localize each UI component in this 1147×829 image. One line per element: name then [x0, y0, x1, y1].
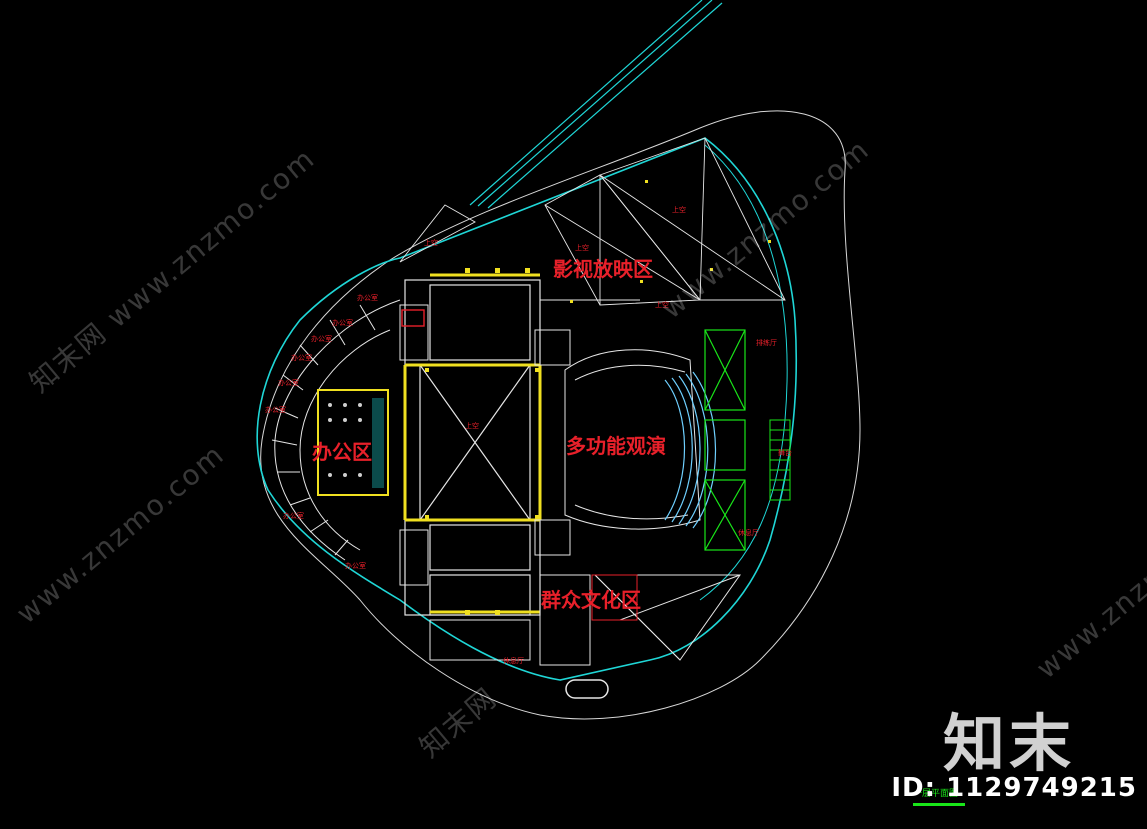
- room-label: 上空: [575, 243, 589, 252]
- office-hall: [317, 389, 389, 496]
- room-label: 办公室: [265, 405, 286, 414]
- zone-label-cinema: 影视放映区: [553, 257, 653, 281]
- room-label: 办公室: [332, 318, 353, 327]
- room-label: 办公室: [278, 378, 299, 387]
- east-colonnade: [699, 144, 788, 601]
- room-label: 舞台: [778, 448, 792, 457]
- drawing-title: 一层平面图: [913, 789, 959, 799]
- rehearsal-block: [704, 329, 746, 551]
- room-label: 排练厅: [756, 338, 777, 347]
- room-label: 办公室: [357, 293, 378, 302]
- room-label: 上空: [672, 205, 686, 214]
- stair-core-nw: [401, 309, 425, 327]
- room-label: 上空: [655, 300, 669, 309]
- room-label: 上空: [424, 238, 438, 247]
- drawing-title-underline: [913, 803, 965, 806]
- main-hall: [404, 279, 541, 616]
- zone-label-theater: 多功能观演: [566, 434, 666, 458]
- office-desks: [328, 403, 362, 477]
- zone-label-office: 办公区: [312, 440, 372, 464]
- room-label: 办公室: [283, 511, 304, 520]
- room-label: 休息厅: [503, 656, 524, 665]
- room-label: 办公室: [345, 561, 366, 570]
- room-label: 上空: [465, 421, 479, 430]
- room-label: 办公室: [311, 334, 332, 343]
- entrance-planter: [565, 679, 609, 699]
- building-envelope: [256, 137, 798, 681]
- asset-id: ID: 1129749215: [891, 773, 1137, 803]
- room-label: 办公室: [291, 353, 312, 362]
- office-wing: [271, 299, 401, 561]
- column-markers: [425, 180, 771, 615]
- service-cores: [399, 304, 591, 666]
- brand-logo: 知末: [942, 707, 1075, 780]
- zone-label-culture: 群众文化区: [540, 588, 641, 612]
- access-road: [469, 0, 723, 209]
- office-glazing: [372, 398, 384, 488]
- auditorium-seating: [664, 371, 717, 529]
- east-stair: [769, 419, 791, 501]
- culture-room: [591, 574, 638, 621]
- yellow-walls: [403, 273, 542, 614]
- cinema-voids: [399, 137, 786, 306]
- room-label: 休息厅: [738, 528, 759, 537]
- site-boundary: [260, 110, 861, 720]
